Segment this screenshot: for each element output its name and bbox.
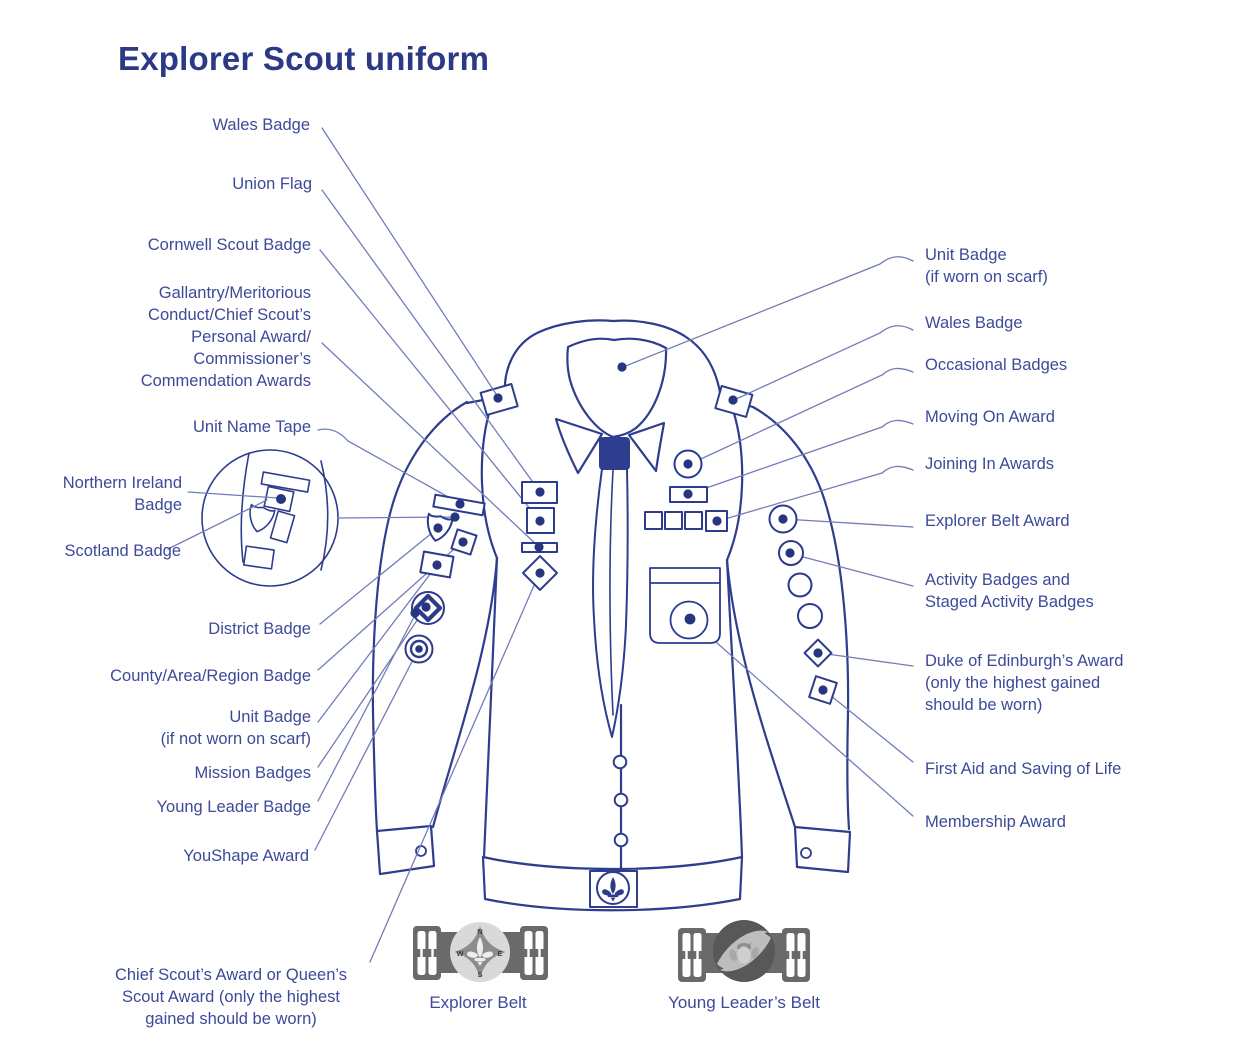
annotation-young-leader-badge: Young Leader Badge [156, 798, 311, 816]
shirt-button [613, 792, 629, 808]
right-cuff-button [800, 847, 812, 859]
right-cuff [793, 825, 852, 874]
young-leader-belt-graphic [678, 920, 810, 982]
annotation-unit-name-tape: Unit Name Tape [192, 418, 311, 436]
leaf-buckle-icon [713, 920, 775, 982]
badge-activity-empty-1 [787, 572, 813, 598]
compass-w: W [456, 949, 464, 958]
compass-s: S [477, 970, 482, 979]
compass-n: N [477, 927, 482, 936]
badge-joining-in-2 [664, 511, 683, 530]
explorer-belt-label: Explorer Belt [429, 993, 527, 1012]
annotation-chief-scout-queen-scout-award: Chief Scout’s Award or Queen’s Scout Awa… [114, 966, 348, 1028]
annotation-duke-of-edinburgh-award: Duke of Edinburgh’s Award (only the high… [925, 652, 1124, 714]
annotation-occasional-badges: Occasional Badges [925, 356, 1068, 374]
buckle-fleur-de-lis-icon [602, 877, 624, 902]
belt-strap [413, 926, 441, 980]
left-cuff [375, 824, 436, 876]
shirt-drawing [371, 319, 852, 912]
annotation-scotland-badge: Scotland Badge [64, 542, 181, 560]
annotation-joining-in-awards: Joining In Awards [925, 455, 1055, 473]
collar-point-right [627, 421, 666, 473]
left-sleeve-outline [371, 400, 469, 833]
badge-marker-dots [276, 362, 828, 695]
annotation-youshape-award: YouShape Award [183, 847, 309, 865]
annotation-first-aid: First Aid and Saving of Life [925, 760, 1122, 778]
belt-strap [678, 928, 706, 982]
leader-lines [167, 127, 914, 963]
belt-strap [782, 928, 810, 982]
annotation-wales-badge-left: Wales Badge [212, 116, 310, 134]
badge-joining-in-3 [684, 511, 703, 530]
right-sleeve-outline [751, 405, 851, 831]
compass-buckle-icon: N W E S [450, 922, 510, 982]
annotation-mission-badges: Mission Badges [194, 764, 311, 782]
annotation-explorer-belt-award: Explorer Belt Award [925, 512, 1070, 530]
annotation-union-flag: Union Flag [232, 175, 312, 193]
annotation-activity-badges: Activity Badges and Staged Activity Badg… [925, 571, 1094, 611]
annotation-wales-badge-right: Wales Badge [925, 314, 1023, 332]
annotation-unit-badge-not-scarf: Unit Badge (if not worn on scarf) [160, 708, 311, 748]
annotation-moving-on-award: Moving On Award [925, 408, 1055, 426]
annotation-membership-award: Membership Award [925, 813, 1066, 831]
explorer-belt-graphic: N W E S [413, 922, 548, 982]
badges [404, 449, 838, 705]
magnifier-detail [201, 449, 339, 587]
collar [566, 337, 668, 439]
annotation-county-area-region-badge: County/Area/Region Badge [110, 667, 311, 685]
shirt-button [613, 832, 629, 848]
badge-activity-empty-2 [797, 603, 823, 629]
annotation-district-badge: District Badge [208, 620, 311, 638]
compass-e: E [497, 949, 502, 958]
annotation-gallantry-awards: Gallantry/Meritorious Conduct/Chief Scou… [140, 284, 311, 390]
annotation-northern-ireland-badge: Northern Ireland Badge [62, 474, 182, 514]
shirt-button [612, 754, 628, 770]
woggle [599, 437, 630, 470]
collar-point-left [554, 417, 604, 475]
annotation-cornwell-scout-badge: Cornwell Scout Badge [147, 236, 311, 254]
page-title: Explorer Scout uniform [118, 40, 490, 77]
young-leader-belt-label: Young Leader’s Belt [668, 993, 820, 1012]
belt-strap [520, 926, 548, 980]
badge-joining-in-1 [644, 511, 663, 530]
annotation-unit-badge-scarf: Unit Badge (if worn on scarf) [925, 246, 1048, 286]
